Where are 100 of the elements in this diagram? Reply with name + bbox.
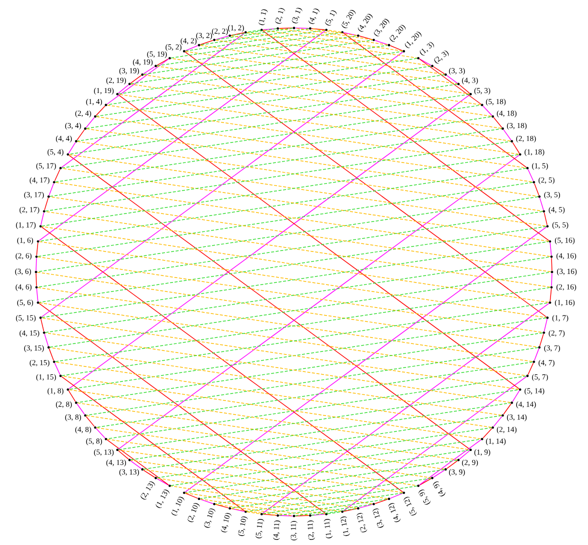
edge-line bbox=[262, 30, 403, 52]
edge-line bbox=[374, 498, 388, 504]
edge-line bbox=[278, 515, 293, 516]
edge-line bbox=[215, 28, 293, 40]
edge-line bbox=[156, 58, 169, 66]
edge-line bbox=[550, 242, 552, 256]
edge-line bbox=[68, 94, 470, 390]
edge-line bbox=[200, 28, 310, 46]
edge-line bbox=[143, 470, 155, 478]
edge-line bbox=[544, 318, 548, 332]
edge-line bbox=[156, 478, 169, 486]
edge-line bbox=[96, 66, 432, 117]
edge-line bbox=[215, 40, 445, 75]
edge-line bbox=[295, 28, 310, 29]
edge-line bbox=[62, 376, 482, 440]
edge-line bbox=[528, 169, 534, 182]
edge-line bbox=[230, 508, 245, 512]
edge-line bbox=[200, 460, 458, 500]
edge-line bbox=[118, 94, 520, 390]
edge-line bbox=[359, 504, 373, 508]
edge-line bbox=[62, 104, 482, 168]
edge-line bbox=[118, 84, 129, 94]
edge-line bbox=[170, 486, 342, 512]
edge-line bbox=[118, 450, 129, 460]
edge-line bbox=[433, 470, 445, 478]
edge-line bbox=[118, 450, 403, 493]
edge-line bbox=[130, 84, 511, 142]
edge-line bbox=[96, 116, 533, 182]
edge-line bbox=[327, 512, 342, 514]
edge-line bbox=[86, 415, 445, 470]
edge-line bbox=[215, 469, 445, 504]
edge-line bbox=[262, 30, 550, 241]
edge-line bbox=[106, 438, 418, 486]
edge-line bbox=[433, 66, 445, 74]
edge-line bbox=[215, 36, 229, 40]
edge-line bbox=[200, 44, 458, 84]
edge-line bbox=[459, 450, 470, 460]
edge-line bbox=[262, 514, 277, 516]
edge-line bbox=[459, 84, 470, 94]
edge-line bbox=[96, 428, 106, 438]
edge-line bbox=[86, 74, 445, 129]
edge-line bbox=[54, 169, 60, 182]
edge-line bbox=[246, 30, 261, 32]
edge-line bbox=[118, 154, 520, 450]
edge-line bbox=[143, 415, 502, 470]
edge-line bbox=[246, 512, 261, 514]
edge-line bbox=[106, 58, 418, 106]
edge-line bbox=[539, 334, 544, 346]
edge-line bbox=[156, 36, 358, 66]
edge-line bbox=[262, 492, 403, 514]
edge-line bbox=[36, 288, 38, 302]
edge-line bbox=[185, 45, 198, 52]
edge-line bbox=[246, 486, 418, 512]
edge-line bbox=[278, 28, 388, 46]
edge-line bbox=[446, 75, 458, 84]
edge-line bbox=[61, 32, 245, 168]
edge-line bbox=[230, 28, 277, 36]
edge-line bbox=[482, 428, 492, 438]
edge-line bbox=[86, 416, 95, 427]
edge-line bbox=[512, 142, 520, 154]
edge-line bbox=[68, 142, 76, 154]
edge-line bbox=[343, 508, 358, 512]
edge-line bbox=[40, 318, 44, 332]
edge-line bbox=[185, 450, 470, 493]
edge-line bbox=[118, 94, 520, 155]
edge-line bbox=[550, 288, 552, 302]
edge-line bbox=[200, 498, 214, 504]
edge-line bbox=[493, 416, 502, 427]
edge-line bbox=[185, 51, 470, 94]
edge-line bbox=[106, 439, 169, 486]
edge-line bbox=[118, 51, 403, 94]
edge-line bbox=[68, 94, 470, 155]
edge-line bbox=[503, 129, 512, 140]
edge-line bbox=[55, 362, 492, 428]
edge-line bbox=[390, 45, 403, 52]
edge-line bbox=[200, 40, 214, 46]
edge-line bbox=[96, 106, 106, 116]
edge-line bbox=[130, 402, 511, 460]
edge-line bbox=[311, 28, 326, 30]
edge-line bbox=[262, 303, 550, 514]
edge-line bbox=[48, 348, 54, 361]
edge-line bbox=[77, 402, 458, 460]
edge-line bbox=[170, 58, 482, 106]
edge-line bbox=[156, 66, 492, 117]
edge-line bbox=[419, 478, 432, 486]
edge-line bbox=[246, 32, 418, 58]
edge-line bbox=[343, 32, 358, 36]
edge-line bbox=[343, 32, 527, 168]
edge-line bbox=[48, 183, 54, 196]
edge-line bbox=[528, 362, 534, 375]
edge-line bbox=[61, 376, 245, 512]
edge-line bbox=[215, 504, 293, 516]
edge-line bbox=[130, 44, 388, 84]
edge-line bbox=[44, 198, 49, 210]
edge-line bbox=[493, 117, 502, 128]
edge-line bbox=[36, 242, 38, 256]
edge-line bbox=[68, 390, 76, 402]
edge-line bbox=[130, 75, 142, 84]
edge-line bbox=[534, 183, 540, 196]
edge-line bbox=[76, 129, 85, 140]
